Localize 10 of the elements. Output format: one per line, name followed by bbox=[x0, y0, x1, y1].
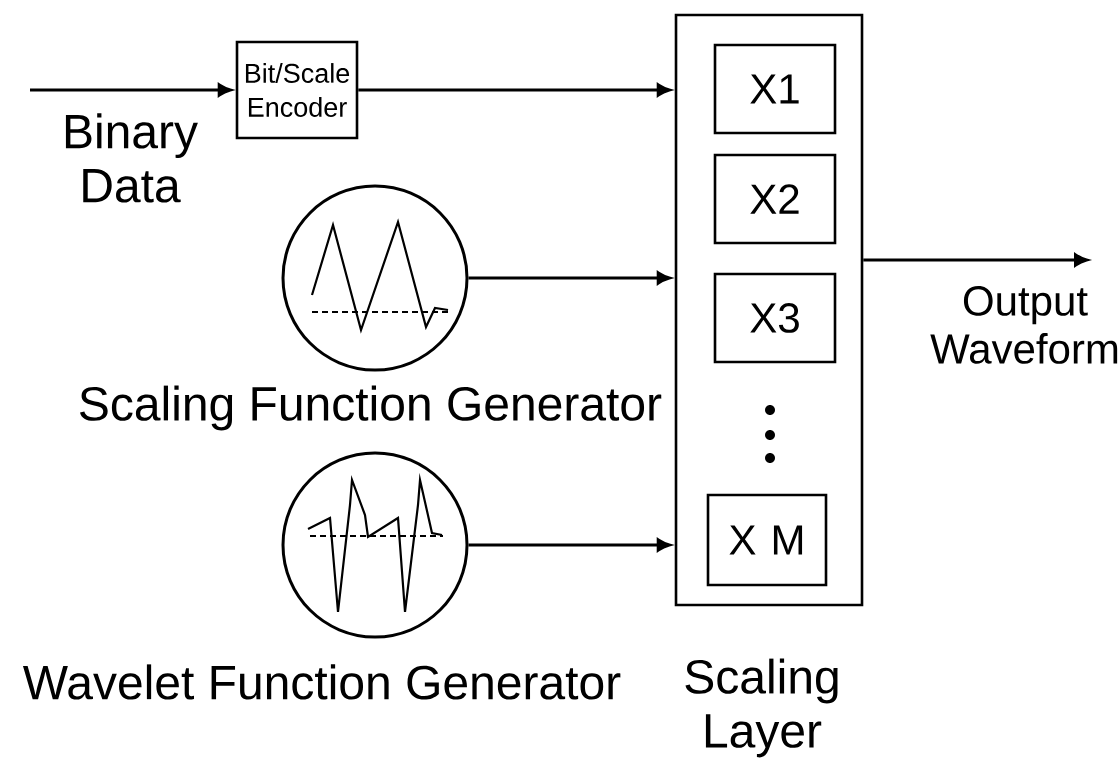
process-box: X M bbox=[706, 493, 828, 587]
process-box: Bit/Scale Encoder bbox=[235, 40, 359, 140]
signal-label: Binary Data bbox=[65, 113, 198, 203]
process-box: X3 bbox=[713, 272, 837, 364]
process-box: X1 bbox=[713, 43, 837, 135]
signal-label: Output Waveform bbox=[930, 286, 1118, 364]
layer-label: Scaling Layer bbox=[685, 658, 838, 758]
process-box: X2 bbox=[713, 153, 837, 245]
generator-label: Wavelet Function Generator bbox=[23, 664, 621, 700]
generator-label: Scaling Function Generator bbox=[80, 385, 662, 431]
